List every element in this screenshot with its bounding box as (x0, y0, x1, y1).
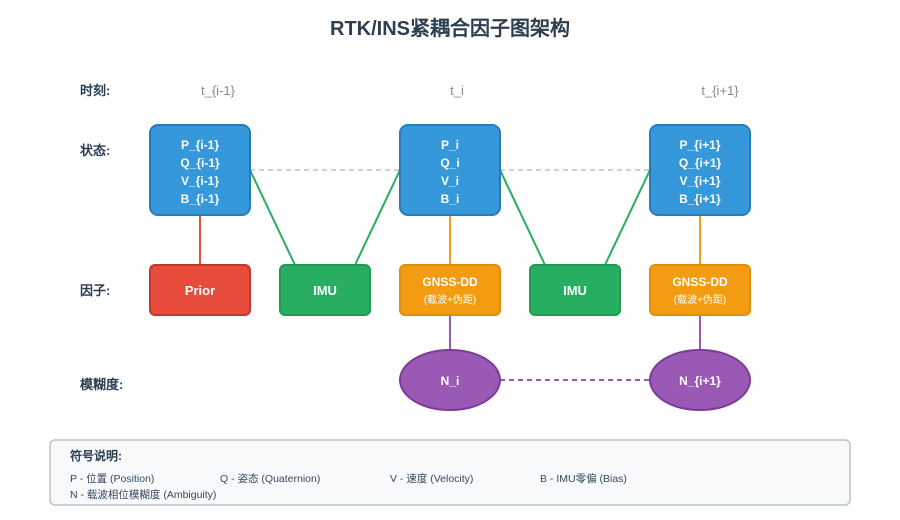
time-label-prev: t_{i-1} (201, 83, 236, 98)
state-prev-q: Q_{i-1} (180, 156, 220, 170)
row-label-ambiguity: 模糊度: (80, 377, 123, 392)
state-next-q: Q_{i+1} (679, 156, 722, 170)
row-label-time: 时刻: (80, 83, 110, 98)
time-label-current: t_i (450, 83, 464, 98)
factor-gnss-dd-2-sub: (载波+伪距) (674, 293, 727, 306)
state-prev-v: V_{i-1} (181, 174, 219, 188)
edge-imu1-left (249, 169, 296, 266)
state-next-p: P_{i+1} (679, 138, 720, 152)
legend-item-ambiguity: N - 载波相位模糊度 (Ambiguity) (70, 488, 216, 501)
factor-imu-2-label: IMU (563, 283, 587, 298)
edge-imu2-right (604, 169, 651, 266)
state-prev-b: B_{i-1} (181, 192, 220, 206)
factor-gnss-dd-2[interactable]: GNSS-DD (载波+伪距) (649, 264, 751, 316)
ambiguity-next-label: N_{i+1} (679, 374, 721, 388)
factor-imu-1-label: IMU (313, 283, 337, 298)
factor-prior[interactable]: Prior (149, 264, 251, 316)
legend-item-bias: B - IMU零偏 (Bias) (540, 472, 627, 485)
row-label-factor: 因子: (80, 283, 110, 298)
state-current-v: V_i (441, 174, 459, 188)
row-label-state: 状态: (80, 143, 110, 158)
state-node-next[interactable]: P_{i+1} Q_{i+1} V_{i+1} B_{i+1} (649, 124, 751, 216)
time-label-next: t_{i+1} (701, 83, 739, 98)
edge-imu1-right (354, 169, 401, 266)
factor-gnss-dd-1[interactable]: GNSS-DD (载波+伪距) (399, 264, 501, 316)
state-node-prev[interactable]: P_{i-1} Q_{i-1} V_{i-1} B_{i-1} (149, 124, 251, 216)
legend-box: 符号说明: P - 位置 (Position) Q - 姿态 (Quaterni… (49, 439, 851, 506)
state-node-current[interactable]: P_i Q_i V_i B_i (399, 124, 501, 216)
factor-gnss-dd-2-label: GNSS-DD (672, 275, 728, 289)
legend-item-velocity: V - 速度 (Velocity) (390, 472, 473, 485)
factor-prior-label: Prior (185, 283, 215, 298)
factor-gnss-dd-1-sub: (载波+伪距) (424, 293, 477, 306)
ambiguity-current-label: N_i (441, 374, 460, 388)
legend-title: 符号说明: (70, 448, 122, 463)
ambiguity-node-current[interactable]: N_i (399, 349, 501, 411)
ambiguity-node-next[interactable]: N_{i+1} (649, 349, 751, 411)
state-current-p: P_i (441, 138, 459, 152)
legend-item-position: P - 位置 (Position) (70, 472, 154, 485)
factor-gnss-dd-1-label: GNSS-DD (422, 275, 478, 289)
state-prev-p: P_{i-1} (181, 138, 219, 152)
edge-imu2-left (499, 169, 546, 266)
factor-imu-2[interactable]: IMU (529, 264, 621, 316)
state-current-q: Q_i (440, 156, 459, 170)
legend-item-quaternion: Q - 姿态 (Quaternion) (220, 472, 320, 485)
state-current-b: B_i (441, 192, 460, 206)
factor-imu-1[interactable]: IMU (279, 264, 371, 316)
state-next-b: B_{i+1} (679, 192, 721, 206)
state-next-v: V_{i+1} (679, 174, 720, 188)
diagram-title: RTK/INS紧耦合因子图架构 (330, 16, 570, 40)
